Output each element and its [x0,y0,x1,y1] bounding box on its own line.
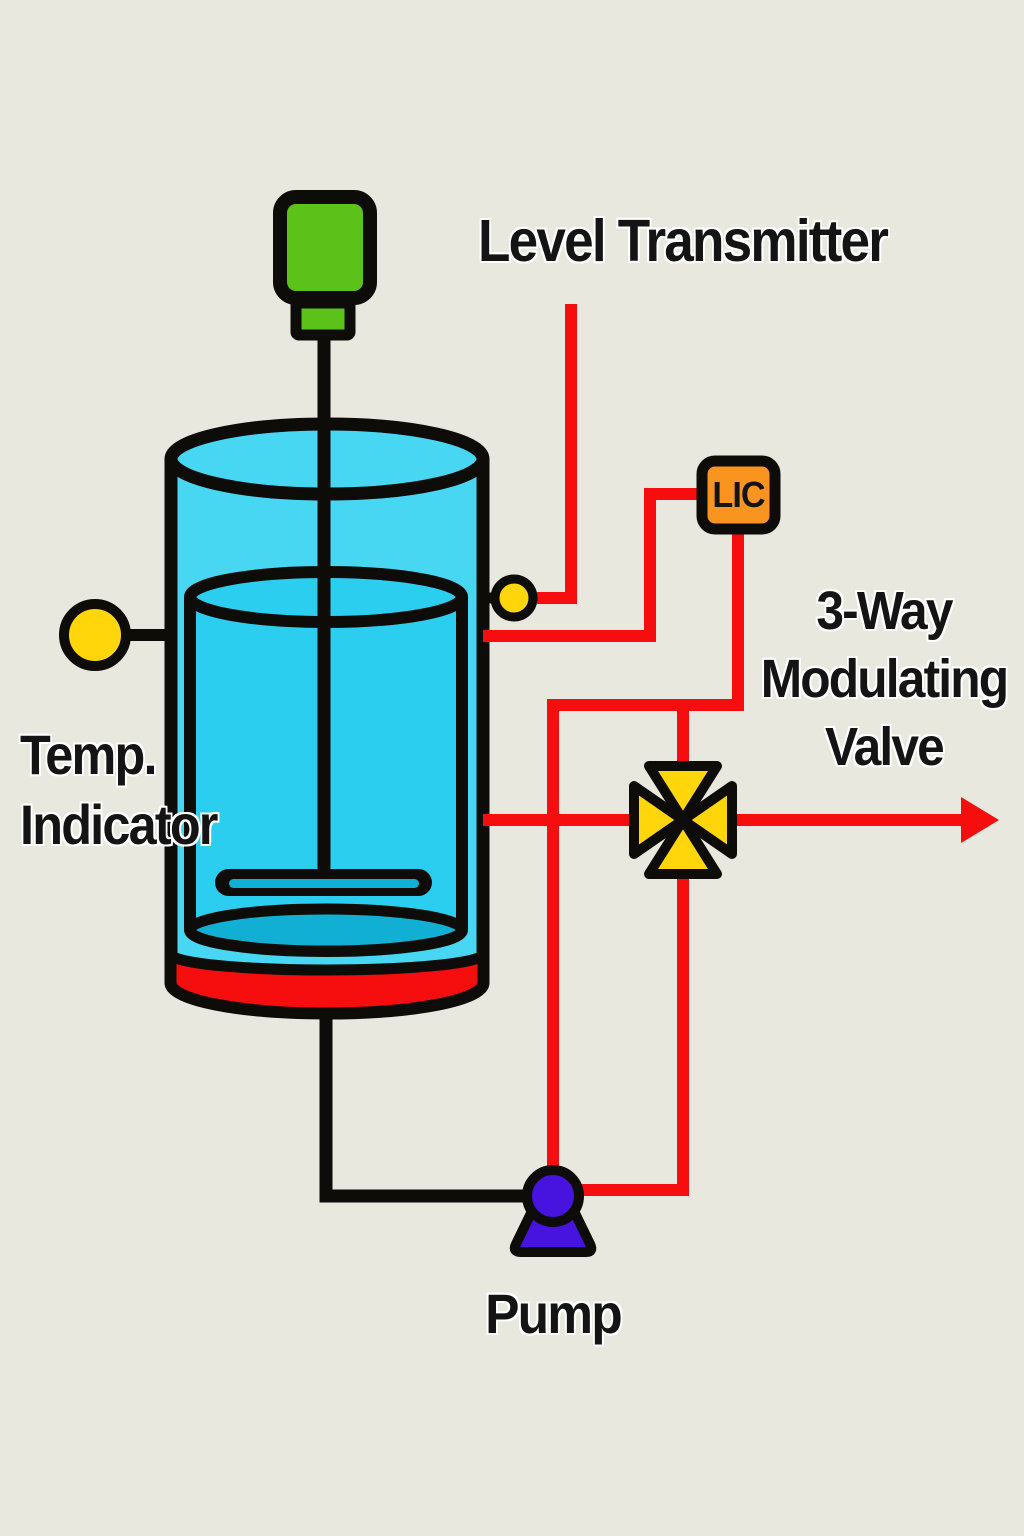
level-transmitter-label: Level Transmitter [478,208,889,274]
agitator-motor [273,190,377,341]
motor-neck [290,297,356,341]
tank-outlet-pipe [319,1008,530,1203]
three-way-valve-label: 3-Way Modulating Valve [760,581,1009,777]
agitator [215,332,432,896]
inner-vessel-bottom-ellipse [184,903,468,957]
level-sensor-icon [490,574,538,622]
valve-bottom-triangle [644,815,722,879]
pump-casing [522,1165,584,1227]
lic-controller-label: LIC [712,474,765,515]
three-way-valve-icon [629,761,737,879]
pump-base [509,1206,597,1257]
level-transmitter-line [537,304,577,604]
valve-to-pump-line [575,868,689,1196]
pump-label: Pump [485,1282,623,1345]
temp-sensor-icon [59,599,131,671]
valve-top-triangle [644,761,722,825]
pump [509,1165,597,1257]
flow-arrow-icon [961,797,999,843]
valve-right-triangle [678,781,737,859]
lic-controller-box [696,455,781,535]
motor-body [273,190,377,305]
temp-indicator-label: Temp. Indicator [20,723,218,856]
valve-left-triangle [629,781,688,859]
signal-lines [483,304,999,1196]
level-to-lic-line [483,488,700,642]
heater-band [165,948,489,1019]
lic-to-pump-line [547,530,744,1168]
agitator-paddle-slot [229,879,419,888]
